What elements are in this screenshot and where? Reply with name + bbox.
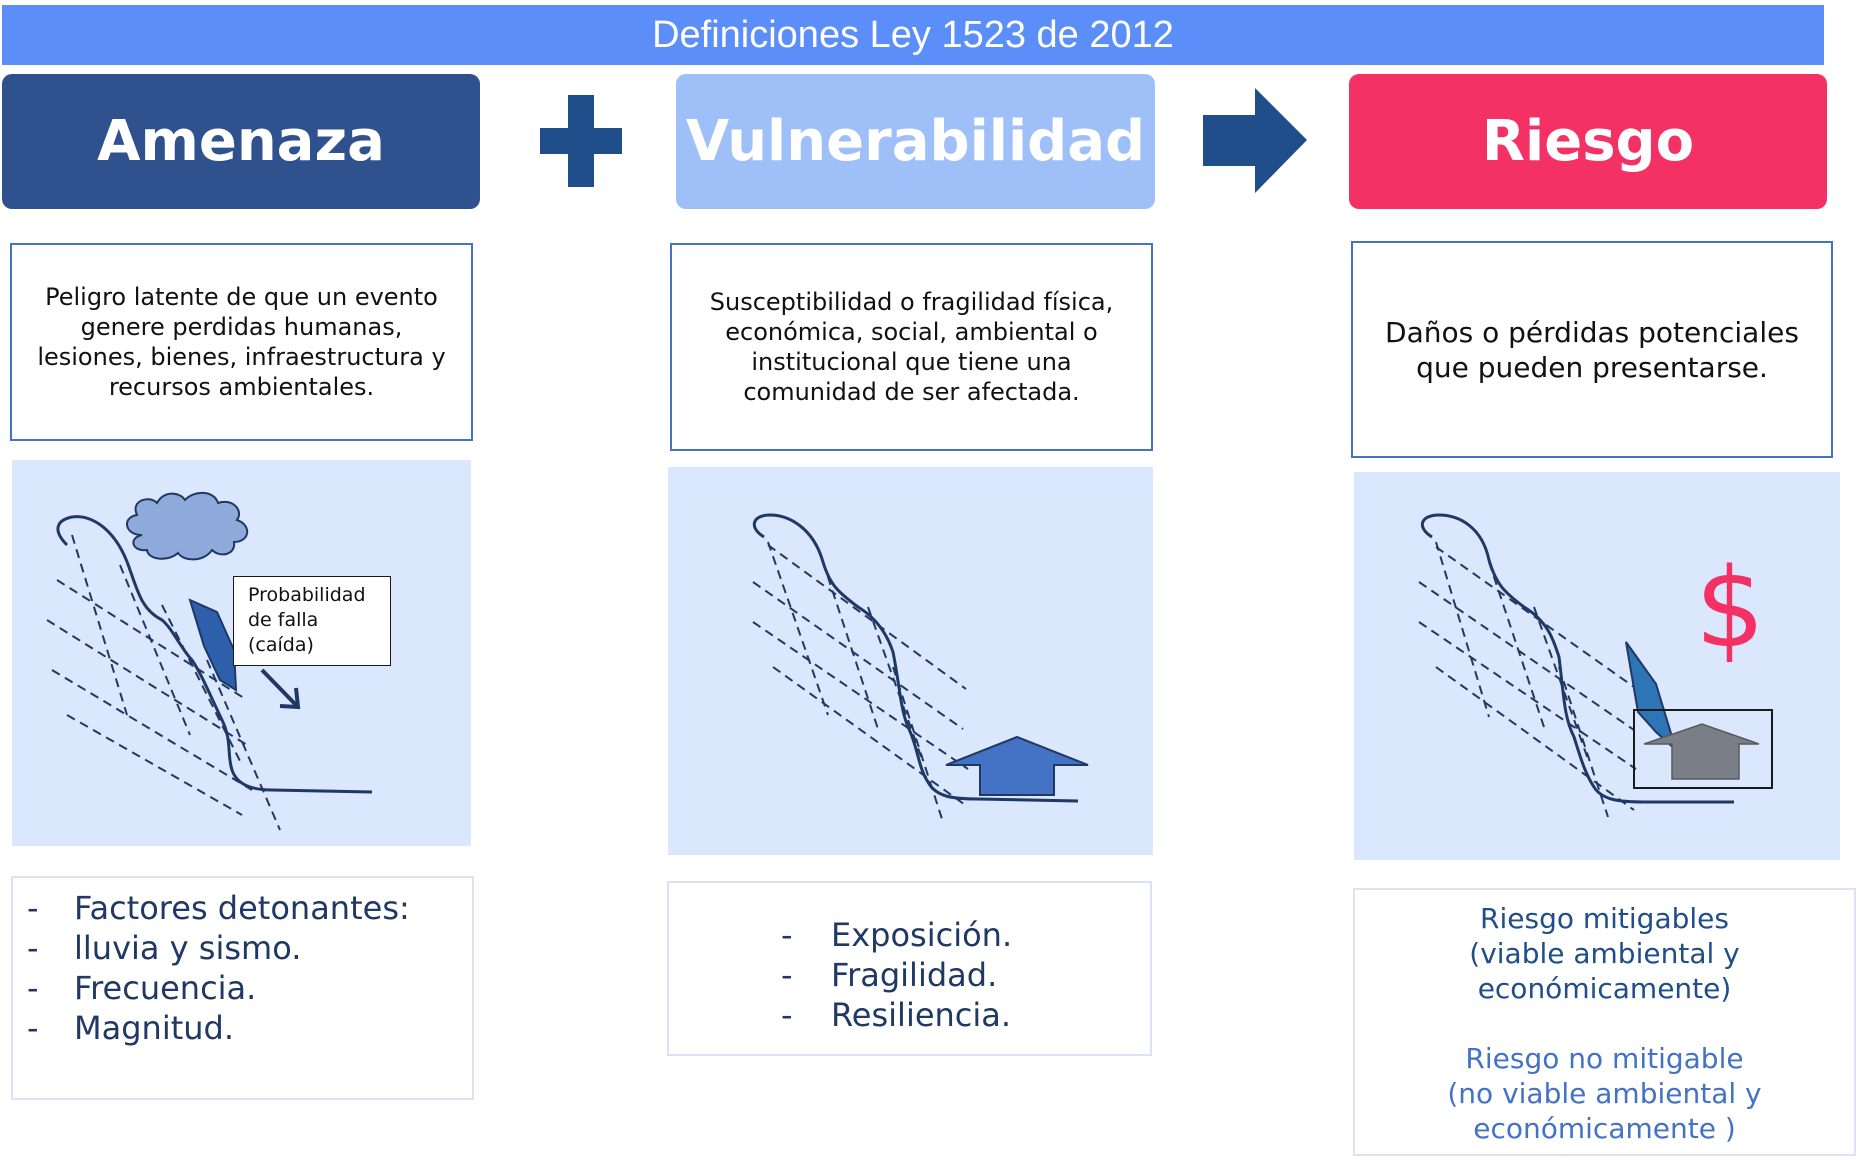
title-banner: Definiciones Ley 1523 de 2012 bbox=[2, 5, 1824, 65]
house-icon bbox=[945, 735, 1089, 796]
heading-riesgo-label: Riesgo bbox=[1481, 109, 1695, 174]
factors-list: -Factores detonantes: -lluvia y sismo. -… bbox=[27, 888, 410, 1048]
definition-amenaza-text: Peligro latente de que un evento genere … bbox=[37, 283, 446, 401]
heading-riesgo: Riesgo bbox=[1349, 74, 1827, 209]
list-amenaza: -Factores detonantes: -lluvia y sismo. -… bbox=[11, 876, 474, 1100]
definition-amenaza: Peligro latente de que un evento genere … bbox=[10, 243, 473, 441]
banner-title: Definiciones Ley 1523 de 2012 bbox=[652, 13, 1174, 56]
right-arrow-icon bbox=[1203, 88, 1307, 193]
definition-riesgo: Daños o pérdidas potenciales que pueden … bbox=[1351, 241, 1833, 458]
heading-vulnerabilidad: Vulnerabilidad bbox=[676, 74, 1155, 209]
risk-non-mitigable-text: Riesgo no mitigable (no viable ambiental… bbox=[1447, 1042, 1762, 1145]
list-item: -Exposición. bbox=[781, 916, 1013, 954]
list-item: -Magnitud. bbox=[27, 1009, 235, 1047]
slope-diagram-amenaza bbox=[46, 491, 373, 831]
impact-frame bbox=[1633, 709, 1773, 789]
list-item: -Frecuencia. bbox=[27, 969, 257, 1007]
callout-probabilidad: Probabilidad de falla (caída) bbox=[233, 576, 391, 666]
house-icon bbox=[1643, 723, 1760, 780]
risk-mitigable-text: Riesgo mitigables (viable ambiental y ec… bbox=[1469, 902, 1740, 1005]
list-item: -Factores detonantes: bbox=[27, 889, 410, 927]
down-arrow-icon bbox=[260, 668, 301, 710]
cloud-icon bbox=[126, 491, 249, 561]
dollar-icon: $ bbox=[1695, 544, 1765, 672]
slope-diagram-vulnerabilidad bbox=[752, 513, 1089, 820]
list-item: -Fragilidad. bbox=[781, 956, 998, 994]
vulnerability-list: -Exposición. -Fragilidad. -Resiliencia. bbox=[781, 915, 1012, 1035]
list-item: -Resiliencia. bbox=[781, 996, 1012, 1034]
heading-amenaza-label: Amenaza bbox=[97, 109, 385, 174]
definition-vulnerabilidad: Susceptibilidad o fragilidad física, eco… bbox=[670, 243, 1153, 451]
falling-rock-icon bbox=[188, 598, 238, 692]
list-vulnerabilidad: -Exposición. -Fragilidad. -Resiliencia. bbox=[667, 881, 1152, 1056]
illustration-vulnerabilidad bbox=[668, 467, 1153, 855]
heading-vulnerabilidad-label: Vulnerabilidad bbox=[685, 109, 1146, 174]
definition-riesgo-text: Daños o pérdidas potenciales que pueden … bbox=[1385, 315, 1799, 384]
heading-amenaza: Amenaza bbox=[2, 74, 480, 209]
definition-vulnerabilidad-text: Susceptibilidad o fragilidad física, eco… bbox=[709, 288, 1114, 406]
list-riesgo: Riesgo mitigables (viable ambiental y ec… bbox=[1353, 888, 1856, 1156]
slope-diagram-riesgo bbox=[1418, 513, 1773, 818]
list-item: -lluvia y sismo. bbox=[27, 929, 302, 967]
plus-icon bbox=[540, 95, 622, 187]
illustration-riesgo bbox=[1354, 472, 1840, 860]
